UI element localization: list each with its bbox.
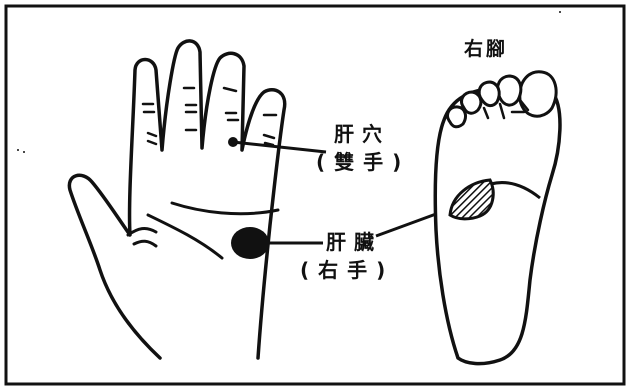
diagram-frame xyxy=(4,4,626,386)
hand-outline xyxy=(67,39,287,360)
palm-lines xyxy=(126,201,280,260)
toe-creases xyxy=(482,98,530,120)
right-hand-label: (右手) xyxy=(300,258,395,282)
liver-organ-hand-marker xyxy=(231,227,269,259)
right-foot-label: 右腳 xyxy=(464,38,509,60)
liver-organ-foot-leader xyxy=(375,212,437,238)
foot-toes xyxy=(446,70,558,129)
both-hands-label: (雙手) xyxy=(316,150,411,174)
liver-point-leader xyxy=(232,140,327,154)
liver-organ-label: 肝臟 xyxy=(326,230,382,254)
margin-dots xyxy=(17,11,561,153)
liver-point-label: 肝穴 xyxy=(334,122,390,146)
liver-organ-foot-marker xyxy=(448,178,495,221)
